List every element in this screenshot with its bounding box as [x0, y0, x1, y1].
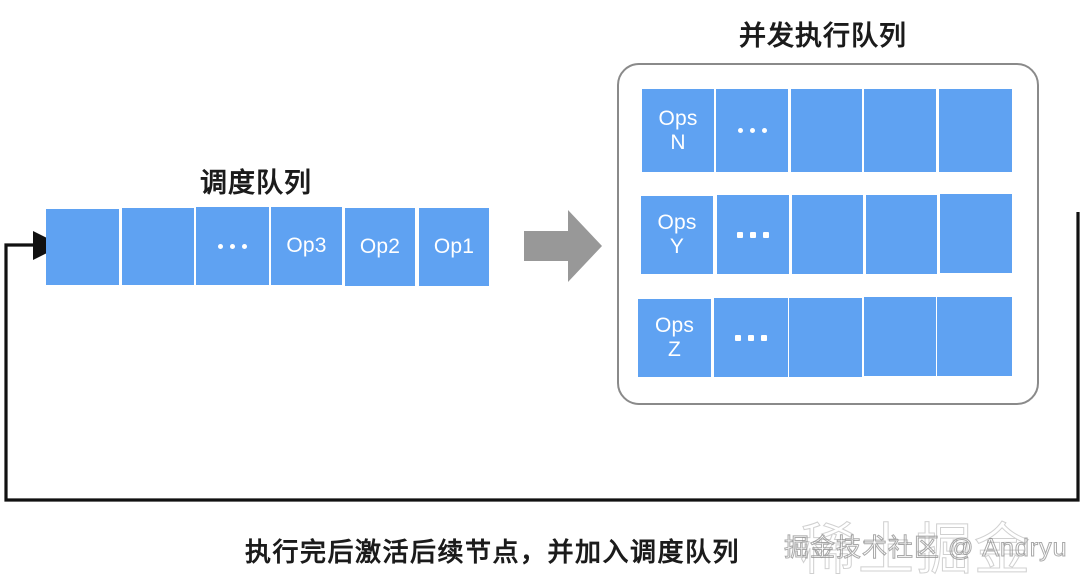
exec-cell-y-4[interactable]: [866, 195, 937, 274]
ellipsis-dots-icon: [737, 128, 767, 133]
schedule-cell-ellipsis[interactable]: [196, 207, 269, 285]
exec-cell-ops-n[interactable]: Ops N: [642, 89, 714, 172]
schedule-cell-1[interactable]: [46, 209, 119, 285]
schedule-cell-op2[interactable]: Op2: [345, 208, 415, 286]
schedule-cell-2[interactable]: [122, 208, 194, 285]
watermark-ghost-text: 稀土掘金: [800, 518, 1032, 582]
exec-cell-n-5[interactable]: [939, 89, 1012, 172]
ellipsis-dots-icon: [737, 231, 769, 238]
schedule-queue-title: 调度队列: [200, 168, 312, 198]
exec-cell-y-5[interactable]: [940, 194, 1012, 273]
exec-cell-n-3[interactable]: [791, 89, 862, 172]
exec-cell-y-ellipsis[interactable]: [717, 195, 789, 274]
exec-cell-n-4[interactable]: [864, 89, 936, 172]
exec-cell-ops-z[interactable]: Ops Z: [638, 299, 711, 377]
exec-cell-ops-y[interactable]: Ops Y: [641, 196, 713, 274]
exec-cell-z-5[interactable]: [937, 297, 1012, 376]
feedback-caption: 执行完后激活后续节点，并加入调度队列: [245, 537, 741, 567]
ellipsis-dots-icon: [218, 243, 247, 249]
right-block-arrow-icon: [524, 210, 602, 282]
watermark-text: 掘金技术社区 @ Andryu: [783, 534, 1068, 563]
exec-cell-y-3[interactable]: [792, 195, 863, 274]
ellipsis-dots-icon: [735, 334, 767, 341]
exec-cell-z-3[interactable]: [789, 298, 862, 377]
exec-cell-n-ellipsis[interactable]: [716, 89, 788, 172]
schedule-cell-op3[interactable]: Op3: [271, 207, 342, 285]
exec-panel-title: 并发执行队列: [739, 21, 907, 51]
exec-cell-z-4[interactable]: [864, 297, 936, 376]
schedule-cell-op1[interactable]: Op1: [419, 208, 489, 286]
exec-cell-z-ellipsis[interactable]: [714, 298, 788, 377]
